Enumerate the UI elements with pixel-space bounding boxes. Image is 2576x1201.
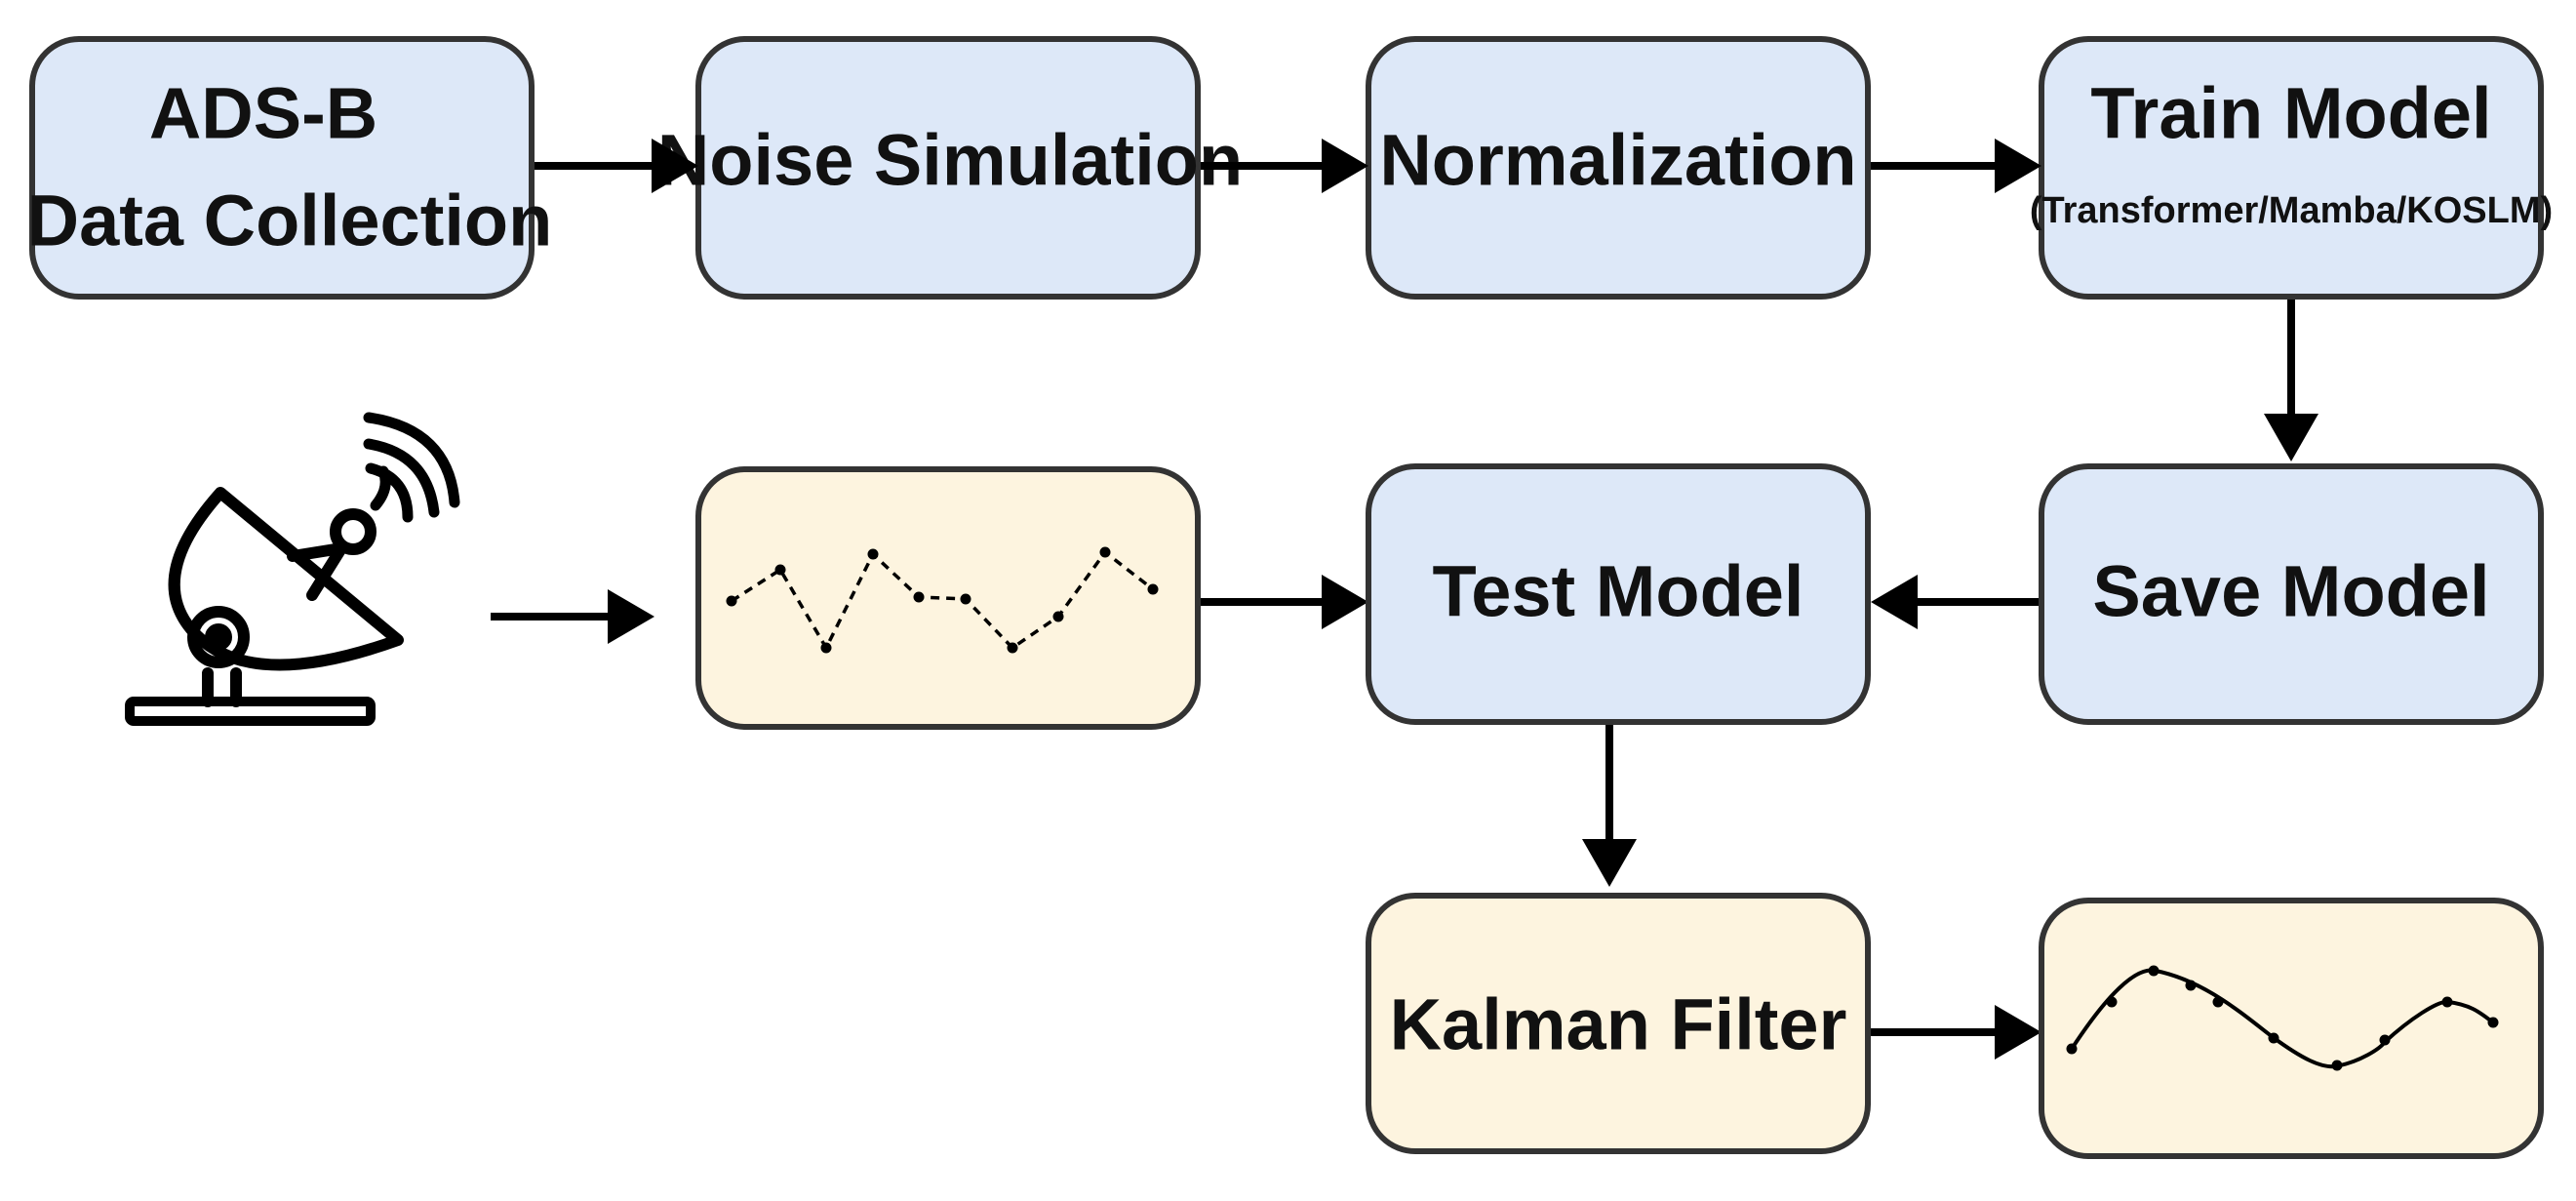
noise-simulation-label: Noise Simulation: [657, 120, 1243, 201]
ads-b-label-line1: ADS-B: [149, 73, 377, 154]
arrow-noise-to-normalization: [1201, 139, 1368, 193]
satellite-dish-icon: [125, 412, 460, 726]
smooth-signal-box: [2039, 898, 2544, 1159]
kalman-filter-label: Kalman Filter: [1390, 984, 1847, 1065]
node-noise-simulation: Noise Simulation: [657, 36, 1243, 300]
smoothed-trajectory-icon: [2066, 965, 2499, 1071]
train-model-sublabel: (Transformer/Mamba/KOSLM): [2030, 190, 2553, 231]
normalization-label: Normalization: [1379, 120, 1856, 201]
arrow-dish-to-noisy-signal: [491, 589, 654, 644]
node-train-model: Train Model (Transformer/Mamba/KOSLM): [2030, 36, 2553, 300]
arrow-save-to-test: [1871, 575, 2041, 629]
ads-b-label-line2: Data Collection: [27, 180, 553, 261]
arrow-noisy-signal-to-test: [1201, 575, 1368, 629]
test-model-label: Test Model: [1433, 551, 1804, 632]
arrow-train-to-save: [2264, 300, 2318, 461]
node-ads-b-data-collection: ADS-B Data Collection: [27, 36, 553, 300]
arrow-normalization-to-train: [1871, 139, 2041, 193]
node-normalization: Normalization: [1366, 36, 1871, 300]
train-model-label: Train Model: [2090, 73, 2491, 154]
arrow-kalman-to-smooth-signal: [1871, 1005, 2041, 1060]
save-model-label: Save Model: [2092, 551, 2489, 632]
arrow-ads-b-to-noise: [535, 139, 698, 193]
noisy-trajectory-icon: [726, 546, 1159, 654]
arrow-test-to-kalman: [1582, 725, 1637, 887]
node-test-model: Test Model: [1366, 463, 1871, 725]
noisy-signal-box: [695, 466, 1201, 730]
node-kalman-filter: Kalman Filter: [1366, 893, 1871, 1154]
node-save-model: Save Model: [2039, 463, 2544, 725]
